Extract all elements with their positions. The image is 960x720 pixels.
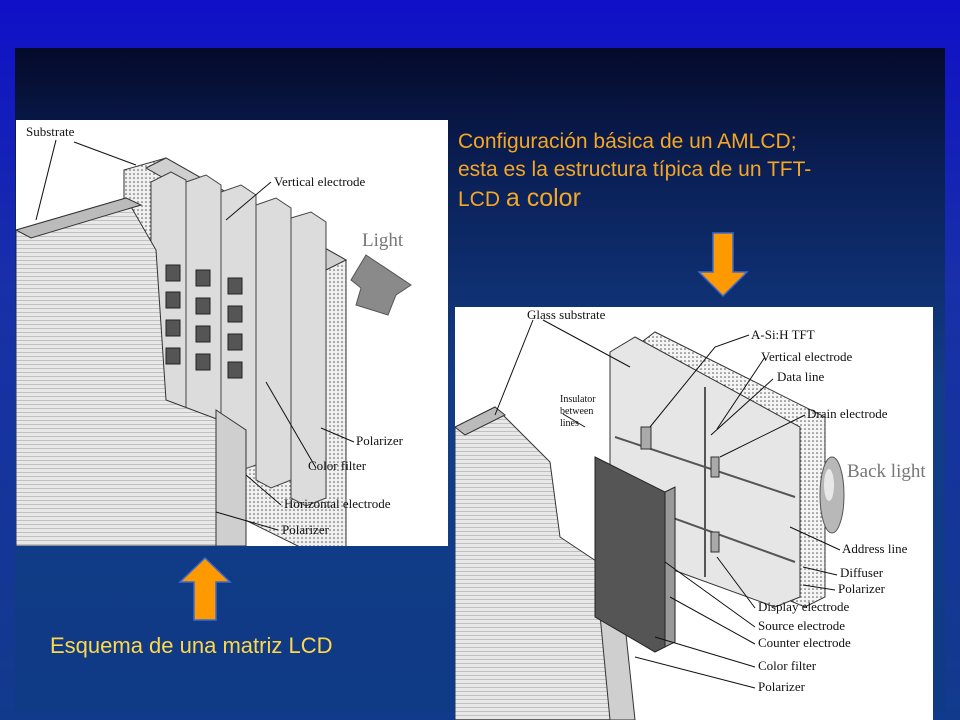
label-drain-electrode: Drain electrode <box>807 406 888 421</box>
caption-top-lcd: LCD <box>458 188 501 211</box>
label-vertical-electrode: Vertical electrode <box>274 174 366 189</box>
label-polarizer-back: Polarizer <box>838 581 886 596</box>
caption-top-color: a color <box>505 184 581 212</box>
caption-top-line2: esta es la estructura típica de un TFT- <box>458 158 812 181</box>
caption-top-line3: LCD a color <box>458 184 928 214</box>
label-display-electrode: Display electrode <box>758 599 850 614</box>
lcd-matrix-diagram: Substrate Vertical electrode Light Polar… <box>16 120 448 546</box>
color-filter-plate <box>594 456 676 653</box>
label-diffuser: Diffuser <box>840 565 884 580</box>
arrow-up-icon <box>178 556 232 621</box>
amlcd-tft-diagram: Glass substrate A-Si:H TFT Vertical elec… <box>455 307 933 720</box>
label-insulator-1: Insulator <box>560 394 596 405</box>
caption-top-line1: Configuración básica de un AMLCD; <box>458 130 797 153</box>
label-color-filter-r: Color filter <box>758 658 817 673</box>
light-arrow-icon <box>350 254 412 316</box>
label-vertical-electrode-r: Vertical electrode <box>761 349 853 364</box>
label-polarizer-bottom: Polarizer <box>282 522 330 537</box>
label-address-line: Address line <box>842 541 908 556</box>
label-substrate: Substrate <box>26 124 75 139</box>
label-a-si-tft: A-Si:H TFT <box>751 327 815 342</box>
label-back-light: Back light <box>847 461 926 482</box>
front-substrate <box>16 197 247 546</box>
label-source-electrode: Source electrode <box>758 618 845 633</box>
color-filter-cells <box>165 264 243 379</box>
label-data-line: Data line <box>777 369 825 384</box>
arrow-down-icon <box>697 232 749 298</box>
back-light-icon <box>819 456 845 534</box>
label-insulator-3: lines <box>560 418 579 429</box>
label-polarizer-top: Polarizer <box>356 433 404 448</box>
label-insulator-2: between <box>560 406 593 417</box>
label-horizontal-electrode: Horizontal electrode <box>284 496 391 511</box>
label-light: Light <box>362 230 404 251</box>
label-color-filter: Color filter <box>308 458 367 473</box>
label-counter-electrode: Counter electrode <box>758 635 851 650</box>
caption-bottom: Esquema de una matriz LCD <box>50 633 333 658</box>
caption-top: Configuración básica de un AMLCD; esta e… <box>458 128 928 214</box>
label-polarizer-front: Polarizer <box>758 679 806 694</box>
label-glass-substrate: Glass substrate <box>527 307 606 322</box>
